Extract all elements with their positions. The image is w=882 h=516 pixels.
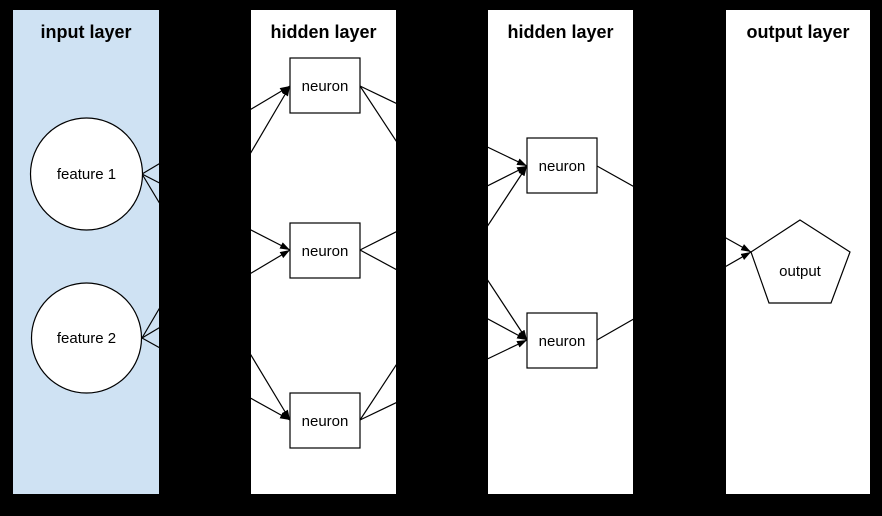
output-layer-title: output layer (746, 22, 850, 42)
output-node (750, 219, 851, 304)
feature-2-node (30, 282, 143, 394)
edge-feature1-to-hidden1-neuron1 (141, 85, 291, 175)
hidden1-neuron-3-label: neuron (302, 413, 349, 430)
edge-hidden1-neuron2-to-hidden2-neuron2 (359, 249, 528, 341)
edge-feature1-to-hidden1-neuron3 (141, 173, 291, 421)
edge-hidden1-neuron3-to-hidden2-neuron2 (359, 339, 528, 421)
hidden-layer-2-title: hidden layer (507, 22, 614, 42)
edge-hidden2-neuron1-to-output (596, 165, 752, 253)
edge-hidden1-neuron1-to-hidden2-neuron2 (359, 85, 528, 341)
edge-hidden1-neuron1-to-hidden2-neuron1 (359, 85, 528, 167)
hidden2-neuron-1-label: neuron (539, 158, 586, 175)
hidden1-neuron-2-node (289, 222, 361, 279)
output-label: output (779, 263, 822, 280)
edge-hidden1-neuron3-to-hidden2-neuron1 (359, 165, 528, 421)
input-layer-title: input layer (40, 22, 132, 42)
hidden1-neuron-3-node (289, 392, 361, 449)
input-layer-panel: input layer (13, 10, 159, 494)
hidden-layer-1-title: hidden layer (270, 22, 377, 42)
feature-1-label: feature 1 (57, 166, 116, 183)
feature-2-label: feature 2 (57, 330, 116, 347)
edge-feature2-to-hidden1-neuron1 (141, 85, 291, 339)
hidden1-neuron-1-label: neuron (302, 78, 349, 95)
hidden2-neuron-1-node (526, 137, 598, 194)
hidden1-neuron-1-node (289, 57, 361, 114)
hidden2-neuron-2-label: neuron (539, 333, 586, 350)
feature-1-node (29, 117, 144, 231)
edge-hidden2-neuron2-to-output (596, 251, 752, 341)
hidden-layer-2-panel: hidden layer (488, 10, 633, 494)
edge-feature2-to-hidden1-neuron2 (141, 249, 291, 339)
hidden1-neuron-2-label: neuron (302, 243, 349, 260)
edge-feature2-to-hidden1-neuron3 (141, 337, 291, 421)
hidden2-neuron-2-node (526, 312, 598, 369)
edge-hidden1-neuron2-to-hidden2-neuron1 (359, 165, 528, 251)
